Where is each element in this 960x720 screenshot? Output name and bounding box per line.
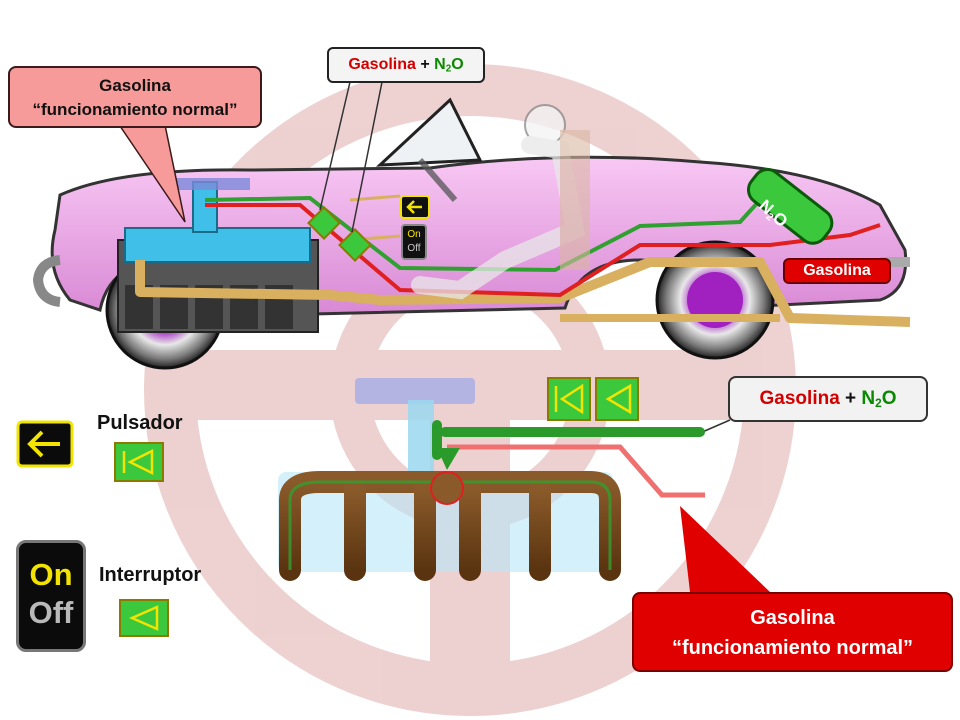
- valve-button-icon: [307, 206, 341, 240]
- legend-interruptor-label: Interruptor: [99, 564, 202, 586]
- legend-onoff-switch: On Off: [16, 540, 86, 652]
- callout-line2: “funcionamiento normal”: [671, 637, 914, 659]
- callout-line1: Gasolina: [99, 76, 171, 95]
- valve-button-icon: [547, 377, 591, 421]
- car-onoff-switch: On Off: [401, 224, 427, 260]
- gasoline-tank-tag: Gasolina: [783, 258, 891, 284]
- intake-manifold-icon: [278, 378, 621, 581]
- callout-normal-operation-bottom: Gasolina “funcionamiento normal”: [632, 592, 953, 672]
- valve-button-icon: [114, 442, 164, 482]
- valve-switch-icon: [595, 377, 639, 421]
- driver-silhouette: [411, 104, 590, 300]
- engine-icon: [117, 178, 319, 333]
- arrow-left-icon: [400, 195, 430, 219]
- legend-pulsador-label: Pulsador: [97, 412, 183, 434]
- valve-switch-icon: [338, 228, 372, 262]
- exhaust-pipe: [135, 257, 911, 327]
- n2o-tank-icon: [746, 168, 834, 245]
- gasoline-line: [447, 444, 705, 498]
- callout-line2: “funcionamiento normal”: [32, 100, 238, 119]
- callout-gasoline-n2o-manifold: Gasolina + N2O: [728, 376, 928, 422]
- valve-switch-icon: [119, 599, 169, 637]
- callout-gasoline-n2o-top: Gasolina + N2O: [327, 47, 485, 83]
- arrow-left-icon: [16, 420, 74, 468]
- callout-line1: Gasolina: [750, 607, 835, 629]
- n2o-line: [204, 195, 762, 273]
- n2o-line: [432, 420, 705, 460]
- callout-normal-operation-top: Gasolina “funcionamiento normal”: [8, 66, 262, 128]
